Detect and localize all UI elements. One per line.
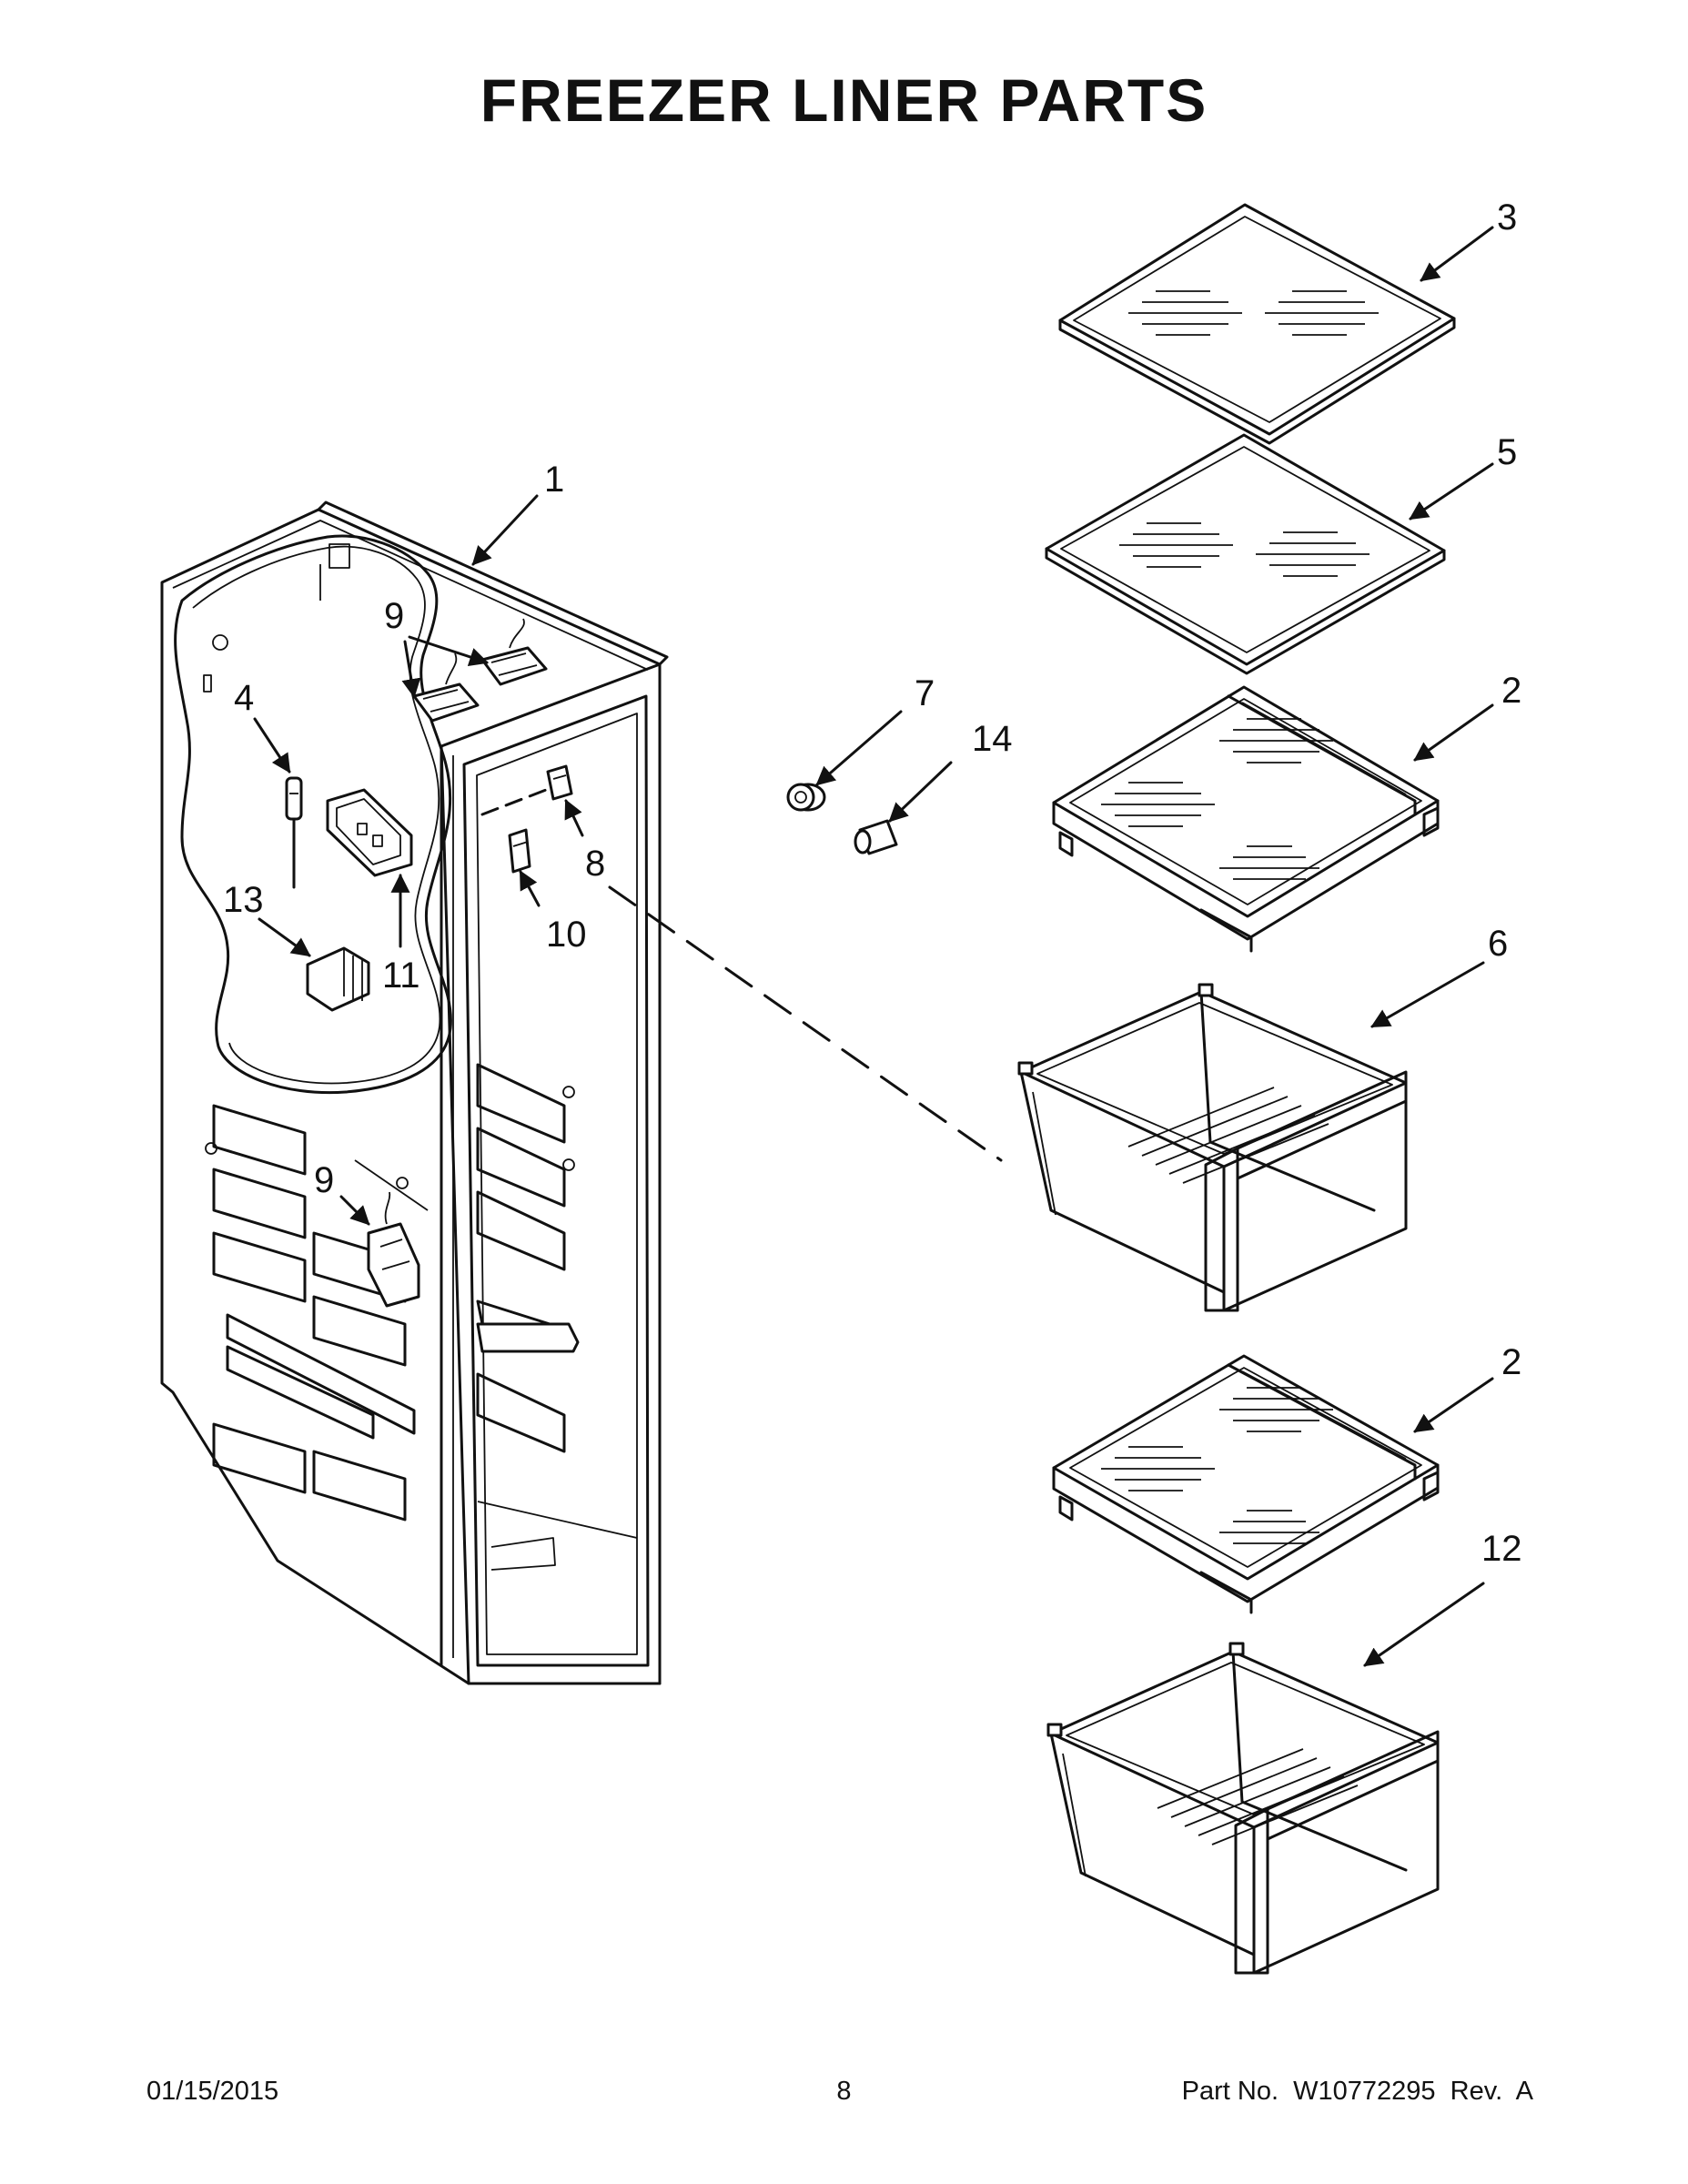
callout-8: 8 <box>585 844 605 884</box>
callout-11: 11 <box>382 956 420 996</box>
part-4-drawing <box>285 776 303 889</box>
footer-part-number: Part No. W10772295 Rev. A <box>1181 2077 1533 2106</box>
callout-14: 14 <box>972 719 1013 759</box>
glass-shelf-top-drawing <box>1058 203 1456 445</box>
part-10-clip-drawing <box>508 828 531 874</box>
callout-7: 7 <box>915 673 935 713</box>
callout-9-lower: 9 <box>314 1160 334 1200</box>
page-title: FREEZER LINER PARTS <box>480 66 1208 134</box>
framed-shelf-upper-drawing <box>1052 685 1440 953</box>
callout-2-upper: 2 <box>1501 671 1521 711</box>
footer-date: 01/15/2015 <box>147 2077 279 2106</box>
callout-13: 13 <box>223 880 264 920</box>
freezer-liner-drawing <box>160 500 669 1685</box>
callout-9-top: 9 <box>384 596 404 636</box>
framed-shelf-lower-drawing <box>1052 1354 1440 1614</box>
part-13-drawing <box>306 946 370 1012</box>
callout-6: 6 <box>1488 924 1508 964</box>
callout-2-lower: 2 <box>1501 1342 1521 1382</box>
glass-shelf-second-drawing <box>1045 433 1446 675</box>
part-7-drawing <box>786 783 826 812</box>
bin-lower-drawing <box>1046 1642 1440 1975</box>
callout-5: 5 <box>1497 432 1517 472</box>
part-9-lower-drawing <box>367 1191 420 1308</box>
part-8-clip-drawing <box>546 764 573 801</box>
footer-page-number: 8 <box>836 2077 852 2106</box>
part-14-drawing <box>854 819 898 855</box>
callout-10: 10 <box>546 915 587 955</box>
liner-vent-slots <box>205 1063 575 1522</box>
dashed-leader-line <box>608 885 1003 1162</box>
callout-arrows <box>253 226 1494 1667</box>
callout-12: 12 <box>1481 1529 1522 1569</box>
bin-upper-drawing <box>1017 983 1408 1312</box>
callout-3: 3 <box>1497 197 1517 238</box>
callout-1: 1 <box>544 460 564 500</box>
part-9-top-drawing <box>412 618 548 723</box>
callout-4: 4 <box>234 678 254 718</box>
part-11-drawing <box>326 788 413 877</box>
